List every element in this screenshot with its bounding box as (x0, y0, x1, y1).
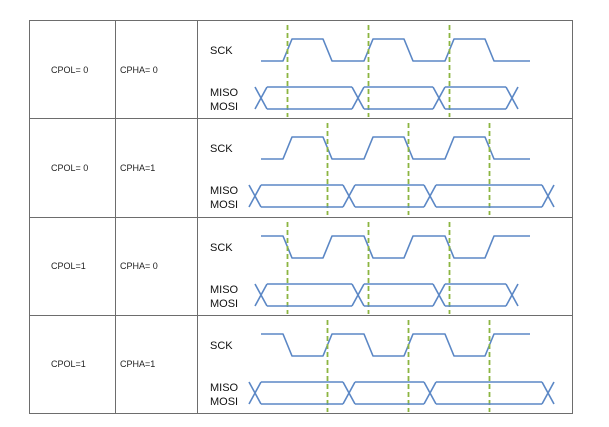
miso-label: MISO (210, 284, 239, 296)
mosi-label: MOSI (210, 101, 238, 113)
data-bit-cell (423, 184, 542, 209)
data-bit-cell (342, 381, 424, 405)
cpha-cell: CPHA=1 (115, 118, 198, 218)
sck-waveform (261, 234, 530, 259)
miso-label: MISO (210, 382, 239, 394)
data-bit-cell (342, 184, 424, 209)
sck-label: SCK (210, 143, 233, 155)
cpol-cell: CPOL= 0 (29, 118, 116, 218)
mode-row-3: CPOL=1 CPHA=1 SCK MISO MOSI (29, 314, 573, 415)
sck-label: SCK (210, 340, 233, 352)
data-bit-cell (254, 86, 352, 110)
mode-row-0: CPOL= 0 CPHA= 0 SCK MISO MOSI (29, 19, 573, 120)
spi-mode-timing-table: CPOL= 0 CPHA= 0 SCK MISO MOSI CPOL= 0 CPHA… (29, 19, 573, 415)
cpol-cell: CPOL=1 (29, 314, 116, 415)
timing-waveform: SCK MISO MOSI (210, 25, 530, 118)
cpha-cell: CPHA=1 (115, 314, 198, 415)
data-bit-cell (351, 86, 433, 110)
mode-row-1: CPOL= 0 CPHA=1 SCK MISO MOSI (29, 118, 573, 218)
sck-waveform (261, 333, 530, 357)
data-bit-cell (423, 381, 542, 405)
waveform-cell: SCK MISO MOSI (197, 118, 573, 218)
mosi-label: MOSI (210, 298, 238, 310)
data-bit-cell (248, 381, 343, 405)
mode-row-2: CPOL=1 CPHA= 0 SCK MISO MOSI (29, 216, 573, 316)
waveform-cell: SCK MISO MOSI (197, 19, 573, 120)
data-crossover (541, 381, 555, 405)
data-bit-cell (254, 282, 352, 307)
cpha-cell: CPHA= 0 (115, 216, 198, 316)
sck-waveform (261, 38, 530, 62)
waveform-cell: SCK MISO MOSI (197, 216, 573, 316)
mosi-label: MOSI (210, 199, 238, 211)
data-bit-cell (432, 282, 506, 307)
cpha-cell: CPHA= 0 (115, 19, 198, 120)
data-crossover (505, 86, 519, 110)
cpol-cell: CPOL= 0 (29, 19, 116, 120)
timing-waveform: SCK MISO MOSI (210, 123, 555, 216)
timing-waveform: SCK MISO MOSI (210, 319, 555, 412)
sck-waveform (261, 136, 530, 161)
miso-label: MISO (210, 185, 239, 197)
data-bit-cell (432, 86, 506, 110)
waveform-cell: SCK MISO MOSI (197, 314, 573, 415)
sck-label: SCK (210, 242, 233, 254)
timing-waveform: SCK MISO MOSI (210, 221, 530, 314)
sck-label: SCK (210, 45, 233, 57)
data-crossover (505, 283, 519, 307)
miso-label: MISO (210, 87, 239, 99)
mosi-label: MOSI (210, 396, 238, 408)
cpol-cell: CPOL=1 (29, 216, 116, 316)
data-bit-cell (248, 184, 343, 209)
data-crossover (541, 184, 555, 208)
data-bit-cell (351, 282, 433, 307)
